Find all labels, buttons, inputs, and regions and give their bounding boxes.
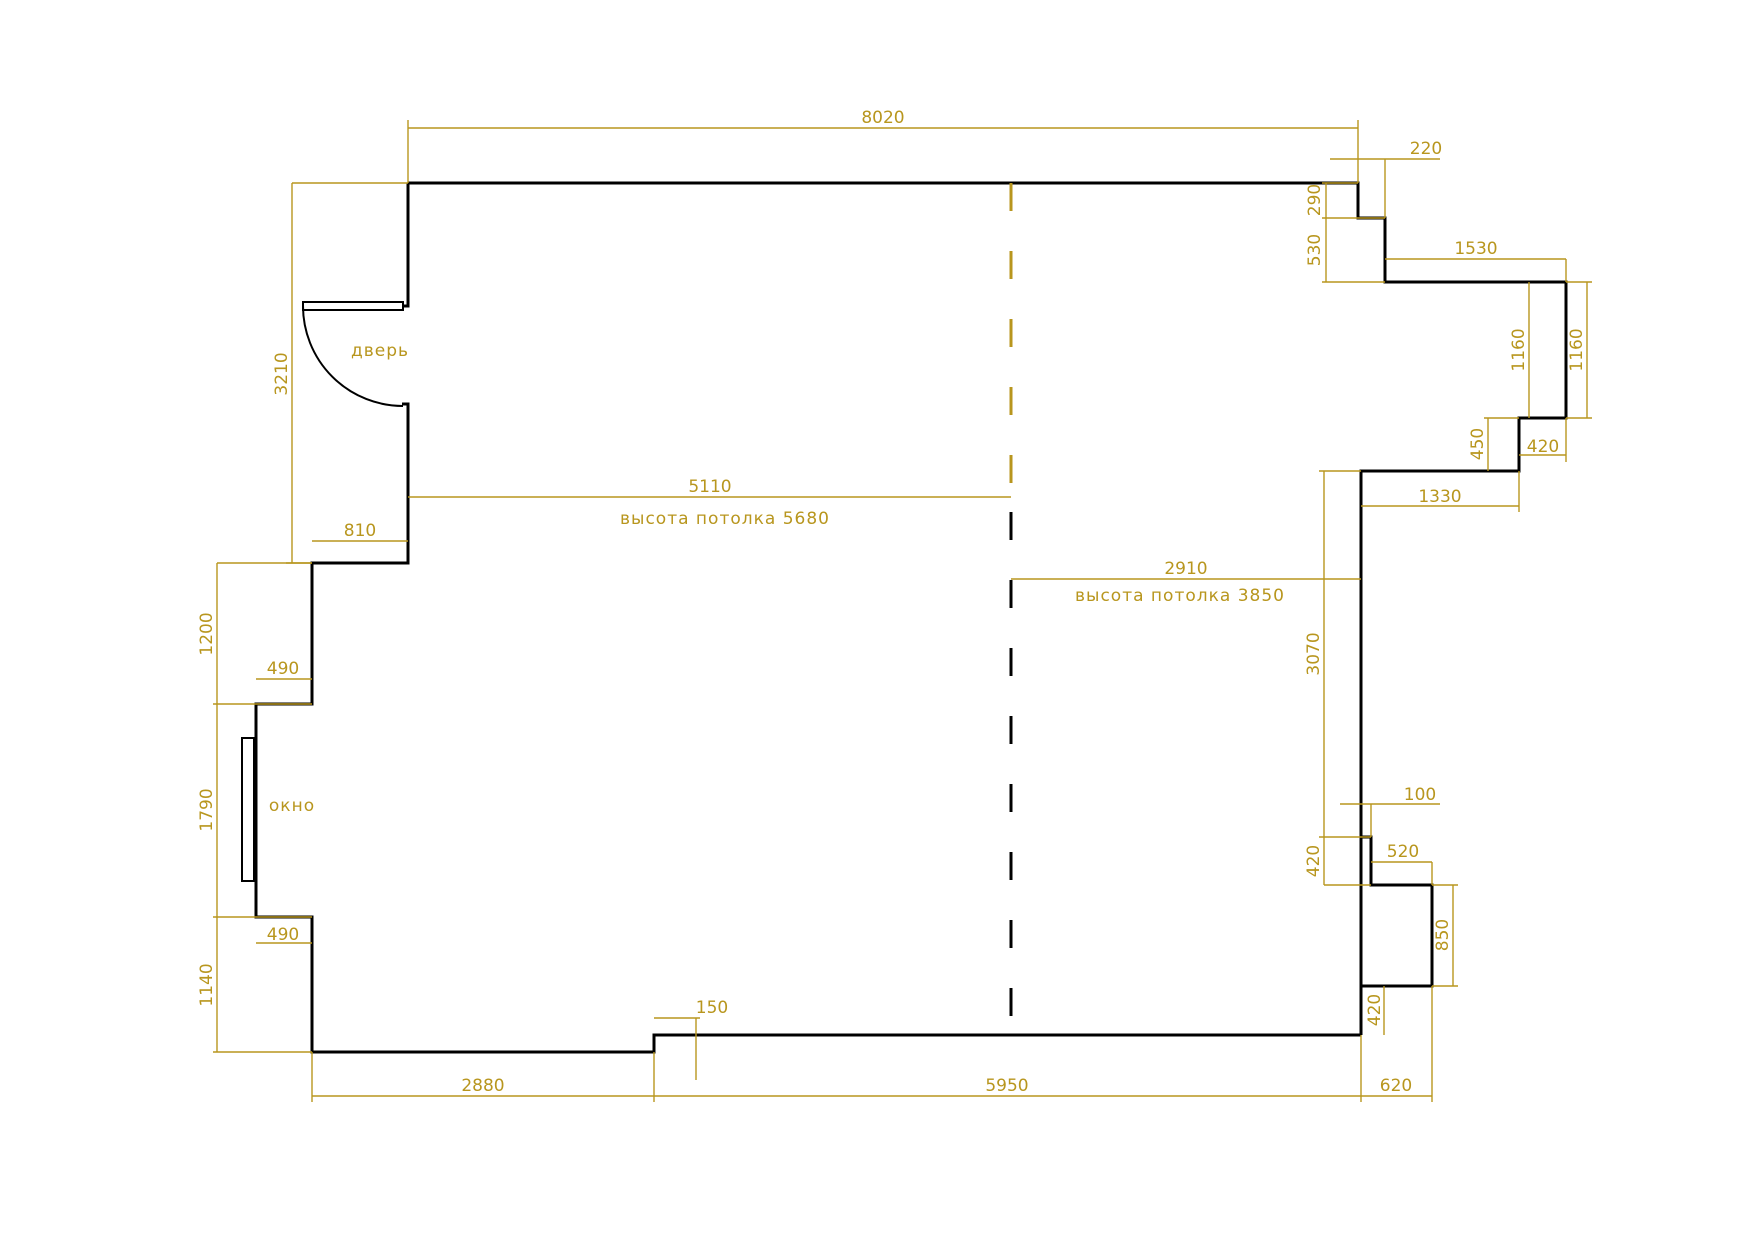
- dim-520: 520: [1387, 842, 1419, 862]
- door-label: дверь: [351, 341, 409, 361]
- dim-1140: 1140: [197, 963, 217, 1006]
- dim-810: 810: [344, 521, 376, 541]
- dim-1790: 1790: [197, 788, 217, 831]
- ceiling-height-left: высота потолка 5680: [620, 509, 830, 529]
- dim-450: 450: [1468, 428, 1488, 460]
- dim-3210: 3210: [272, 352, 292, 395]
- dim-850: 850: [1433, 919, 1453, 951]
- dim-530: 530: [1305, 234, 1325, 266]
- walls: [241, 181, 1568, 1054]
- dimension-texts: 8020 220 290 530 1530 1160 1160 450 420 …: [197, 108, 1587, 1096]
- dim-420-mid: 420: [1304, 845, 1324, 877]
- dim-1160-outer: 1160: [1567, 328, 1587, 371]
- dim-5950: 5950: [985, 1076, 1028, 1096]
- door-swing-arc: [302, 305, 404, 407]
- dim-220: 220: [1410, 139, 1442, 159]
- dim-490-bottom: 490: [267, 925, 299, 945]
- dim-8020: 8020: [861, 108, 904, 128]
- door-leaf: [302, 301, 404, 311]
- window-label: окно: [269, 796, 315, 816]
- wall-left-upper: [402, 183, 410, 308]
- dim-100: 100: [1404, 785, 1436, 805]
- wall-top: [408, 181, 1568, 1034]
- dim-290: 290: [1305, 184, 1325, 216]
- dim-620: 620: [1380, 1076, 1412, 1096]
- wall-left-door-jamb: [402, 402, 410, 503]
- dim-1160-inner: 1160: [1509, 328, 1529, 371]
- dim-5110: 5110: [688, 477, 731, 497]
- dim-420-bottom: 420: [1365, 994, 1385, 1026]
- dim-3070: 3070: [1304, 632, 1324, 675]
- dim-150: 150: [696, 998, 728, 1018]
- dim-1200: 1200: [197, 612, 217, 655]
- dim-2880: 2880: [461, 1076, 504, 1096]
- dim-490-top: 490: [267, 659, 299, 679]
- dim-2910: 2910: [1164, 559, 1207, 579]
- room-labels: дверь окно высота потолка 5680 высота по…: [269, 341, 1285, 816]
- dim-420-top: 420: [1527, 437, 1559, 457]
- ceiling-height-right: высота потолка 3850: [1075, 586, 1285, 606]
- dimension-lines: [213, 120, 1592, 1102]
- dim-1530: 1530: [1454, 239, 1497, 259]
- dim-1330: 1330: [1418, 487, 1461, 507]
- window-frame: [241, 737, 255, 882]
